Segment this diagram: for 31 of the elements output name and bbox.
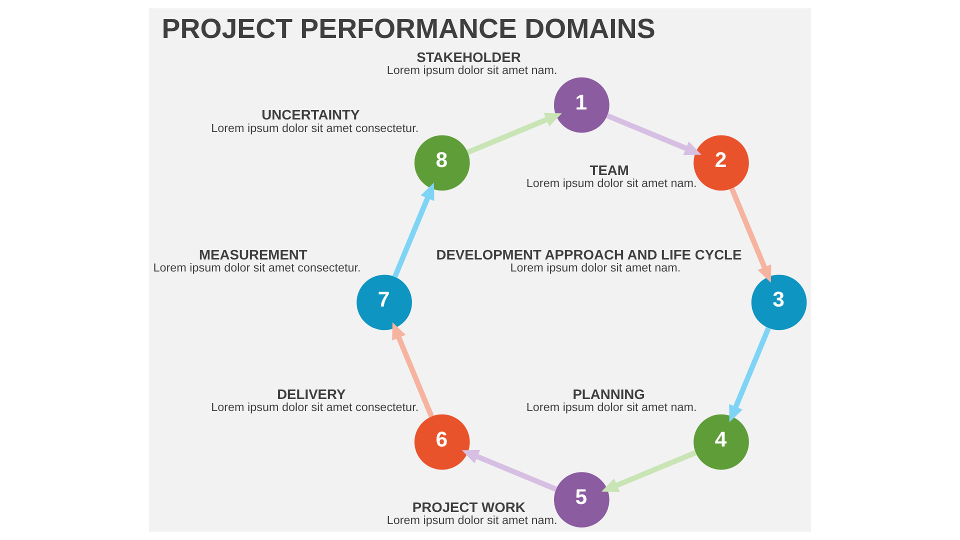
- node-label: PROJECT WORK: [412, 498, 526, 515]
- node-label: PLANNING: [572, 386, 645, 402]
- arrow: [392, 182, 434, 278]
- arrow: [606, 113, 702, 156]
- node-label: TEAM: [590, 162, 629, 178]
- arrow: [462, 450, 558, 492]
- node-label: MEASUREMENT: [199, 246, 308, 262]
- node-label: STAKEHOLDER: [416, 48, 521, 65]
- diagram-title: PROJECT PERFORMANCE DOMAINS: [162, 12, 656, 44]
- arrow: [729, 327, 771, 422]
- node-circle: 7: [356, 274, 412, 330]
- arrow: [392, 322, 434, 418]
- node-circle: 2: [694, 135, 749, 191]
- node-circle: 4: [694, 414, 749, 470]
- node-circle: 1: [554, 77, 610, 133]
- node-label: Lorem ipsum dolor sit amet nam.: [526, 400, 697, 414]
- node-label: Lorem ipsum dolor sit amet consectetur.: [153, 261, 361, 274]
- node-label: DELIVERY: [277, 386, 346, 402]
- node-label: Lorem ipsum dolor sit amet consectetur.: [211, 122, 419, 135]
- arrow: [601, 450, 697, 492]
- arrow: [729, 187, 772, 283]
- node-label: Lorem ipsum dolor sit amet nam.: [386, 64, 558, 78]
- node-circle: 8: [414, 135, 470, 191]
- node-circle: 3: [751, 274, 807, 330]
- node-label: UNCERTAINTY: [262, 106, 360, 123]
- node-label: Lorem ipsum dolor sit amet consectetur.: [211, 400, 419, 414]
- node-circle: 5: [554, 472, 610, 528]
- node-label: DEVELOPMENT APPROACH AND LIFE CYCLE: [436, 246, 742, 262]
- node-label: Lorem ipsum dolor sit amet nam.: [510, 261, 681, 274]
- node-circle: 6: [414, 414, 470, 470]
- arrow: [466, 112, 562, 155]
